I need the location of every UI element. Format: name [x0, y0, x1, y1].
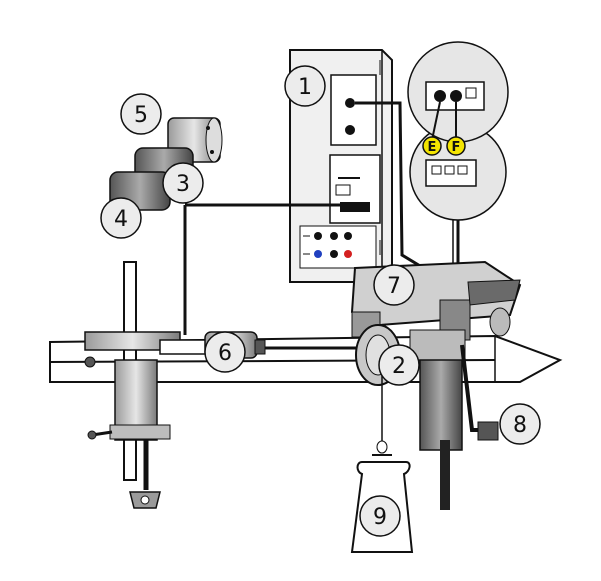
socket-letter: E: [428, 140, 437, 155]
callout-5: 5: [120, 93, 162, 135]
callout-number: 5: [134, 103, 148, 128]
callout-number: 8: [513, 413, 527, 438]
callout-7: 7: [373, 264, 415, 306]
callout-labels: 1 2 3 4 5 6 7 8 9: [100, 65, 541, 537]
callout-8: 8: [499, 403, 541, 445]
callout-6: 6: [204, 331, 246, 373]
callout-number: 3: [176, 172, 190, 197]
socket-badge-F: F: [446, 136, 466, 156]
stand-clamp: [84, 261, 181, 509]
callout-number: 2: [392, 354, 406, 379]
callout-number: 1: [298, 75, 312, 100]
callout-1: 1: [284, 65, 326, 107]
interface-unit: [289, 49, 393, 283]
socket-letter: F: [452, 140, 461, 155]
callout-number: 4: [114, 207, 128, 232]
socket-badge-E: E: [422, 136, 442, 156]
callout-2: 2: [378, 344, 420, 386]
callout-9: 9: [359, 495, 401, 537]
callout-3: 3: [162, 162, 204, 204]
callout-number: 9: [373, 505, 387, 530]
sensor-assembly: [109, 117, 223, 211]
callout-number: 7: [387, 274, 401, 299]
callout-4: 4: [100, 197, 142, 239]
socket-detail: [407, 41, 509, 265]
callout-number: 6: [218, 341, 232, 366]
